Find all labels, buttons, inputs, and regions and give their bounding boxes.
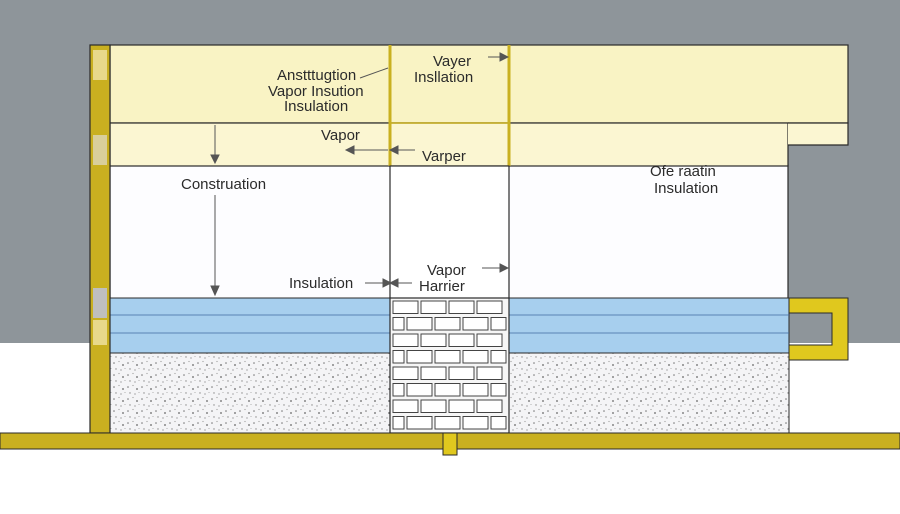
brick: [490, 350, 507, 364]
post-texture: [93, 288, 107, 318]
brick: [476, 300, 503, 314]
construction-label: Construation: [181, 176, 266, 193]
brick: [462, 317, 489, 331]
brick: [406, 416, 433, 430]
right-label-2: Insulation: [654, 180, 718, 197]
brick: [420, 366, 447, 380]
brick: [490, 317, 507, 331]
brick: [392, 383, 405, 397]
brick: [392, 366, 419, 380]
brick: [490, 383, 507, 397]
post-texture: [93, 50, 107, 80]
insulation-label: Insulation: [289, 275, 353, 292]
vapor-left-label: Vapor: [321, 127, 360, 144]
brick: [406, 317, 433, 331]
brick: [406, 383, 433, 397]
brick: [448, 399, 475, 413]
brick-column: [389, 297, 510, 434]
brick: [448, 333, 475, 347]
vapor-barrier-label-2: Harrier: [419, 278, 465, 295]
post-texture: [93, 320, 107, 345]
brick: [462, 350, 489, 364]
brick: [462, 383, 489, 397]
brick: [448, 366, 475, 380]
top-center-label-1: Vayer: [433, 53, 471, 70]
post-texture: [93, 135, 107, 165]
right-yellow-bracket: [788, 297, 849, 361]
right-label-1: Ofe raatin: [650, 163, 716, 180]
right-ledge: [788, 122, 849, 146]
brick: [448, 300, 475, 314]
brick: [392, 350, 405, 364]
top-left-label-1: Anstttugtion: [277, 67, 356, 84]
top-insulation-band: [109, 44, 849, 124]
brick: [476, 333, 503, 347]
top-center-label-2: Insllation: [414, 69, 473, 86]
brick: [420, 300, 447, 314]
blue-layer-left: [109, 297, 391, 354]
brick: [476, 366, 503, 380]
brick: [392, 317, 405, 331]
left-yellow-post: [89, 44, 111, 434]
vapor-barrier-label-1: Vapor: [427, 262, 466, 279]
brick: [434, 350, 461, 364]
top-left-label-3: Insulation: [284, 98, 348, 115]
brick: [434, 416, 461, 430]
brick: [392, 399, 419, 413]
brick: [476, 399, 503, 413]
brick: [406, 350, 433, 364]
top-left-label-2: Vapor Insution: [268, 83, 364, 100]
brick: [434, 383, 461, 397]
brick: [392, 416, 405, 430]
brick: [462, 416, 489, 430]
vapor-center-label: Varper: [422, 148, 466, 165]
concrete-base-left: [109, 352, 391, 434]
concrete-base-right: [508, 352, 790, 434]
footing-joint: [442, 432, 458, 456]
leader-lines: [210, 52, 510, 297]
brick: [434, 317, 461, 331]
brick: [392, 333, 419, 347]
brick: [420, 333, 447, 347]
brick: [490, 416, 507, 430]
brick: [420, 399, 447, 413]
blue-layer-right: [508, 297, 790, 354]
brick: [392, 300, 419, 314]
